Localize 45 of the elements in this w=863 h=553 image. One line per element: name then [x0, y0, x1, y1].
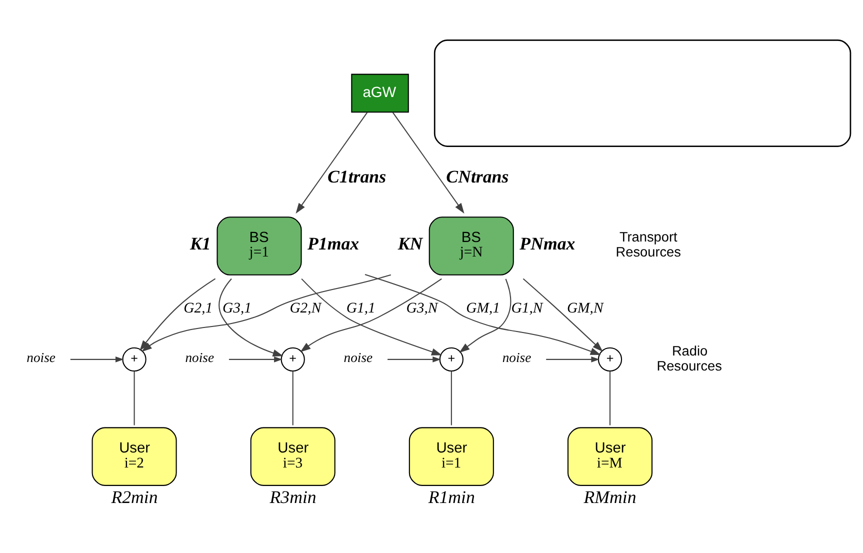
arrow	[70, 356, 124, 362]
node-label: KN	[397, 232, 422, 253]
arrow	[546, 356, 600, 362]
arrow	[392, 112, 464, 214]
node-label: R1min	[428, 486, 474, 506]
connector	[292, 370, 293, 425]
edge-label: G2,1	[183, 300, 212, 316]
arrow	[522, 278, 602, 352]
node-circle: +	[122, 346, 146, 371]
arrow	[295, 112, 368, 214]
node-label: R2min	[110, 486, 158, 506]
connector	[450, 370, 452, 425]
node-circle: +	[280, 346, 304, 371]
node-text: noise	[343, 349, 372, 364]
arrow	[364, 274, 600, 354]
node-label: P1max	[307, 232, 359, 253]
edge-label: G3,1	[222, 300, 251, 316]
node-label: PNmax	[519, 232, 575, 253]
node-circle: +	[597, 346, 622, 371]
edge-label: G1,N	[510, 300, 542, 316]
node-label: R3min	[269, 486, 316, 506]
edge-label: GM,1	[466, 300, 500, 316]
connector	[133, 370, 134, 425]
connector	[608, 370, 610, 425]
arrow	[218, 278, 283, 356]
arrow	[140, 274, 390, 352]
label: Transport Resources	[615, 229, 680, 259]
edge-label: G2,N	[289, 300, 321, 316]
arrow	[458, 278, 511, 352]
node-text: noise	[184, 349, 214, 364]
edge-label: GM,N	[566, 300, 603, 316]
arrow	[387, 356, 441, 362]
node-box	[433, 39, 851, 146]
edge-label: G3,N	[406, 300, 438, 316]
edge-label: C1trans	[327, 166, 386, 186]
node-text: noise	[502, 349, 531, 364]
edge-label: G1,1	[346, 300, 375, 316]
arrow	[228, 356, 282, 362]
node-box: aGW	[350, 73, 408, 112]
edge-label: CNtrans	[446, 166, 508, 186]
label: Radio Resources	[656, 343, 722, 373]
node-circle: +	[438, 346, 463, 371]
node-label: RMmin	[583, 486, 636, 506]
node-text: noise	[26, 349, 55, 364]
node-label: K1	[189, 232, 210, 253]
